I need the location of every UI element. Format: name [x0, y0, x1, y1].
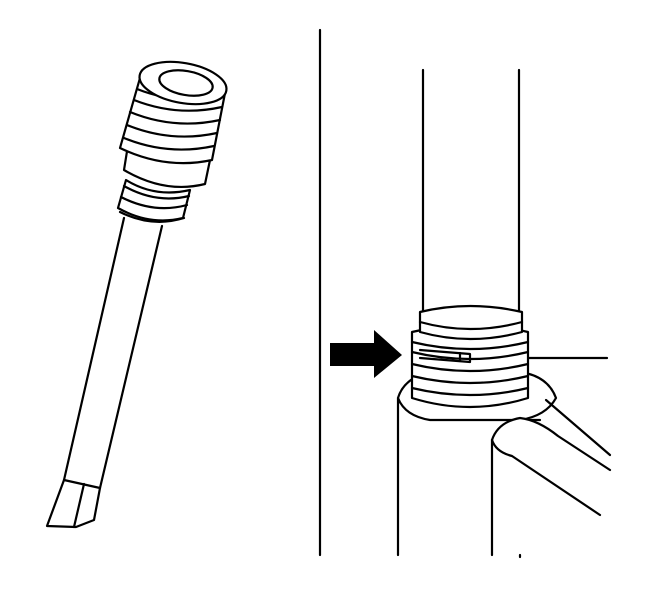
installed-view	[330, 68, 612, 559]
tube	[418, 68, 524, 341]
hex-tip	[45, 478, 102, 529]
tool-illustration	[45, 60, 228, 529]
side-boss	[490, 398, 612, 559]
tool-top-end	[138, 60, 228, 106]
threaded-fitting	[410, 323, 530, 409]
arrow-right-icon	[330, 330, 402, 378]
tool-shaft	[62, 216, 164, 490]
tool-small-thread	[116, 178, 192, 223]
